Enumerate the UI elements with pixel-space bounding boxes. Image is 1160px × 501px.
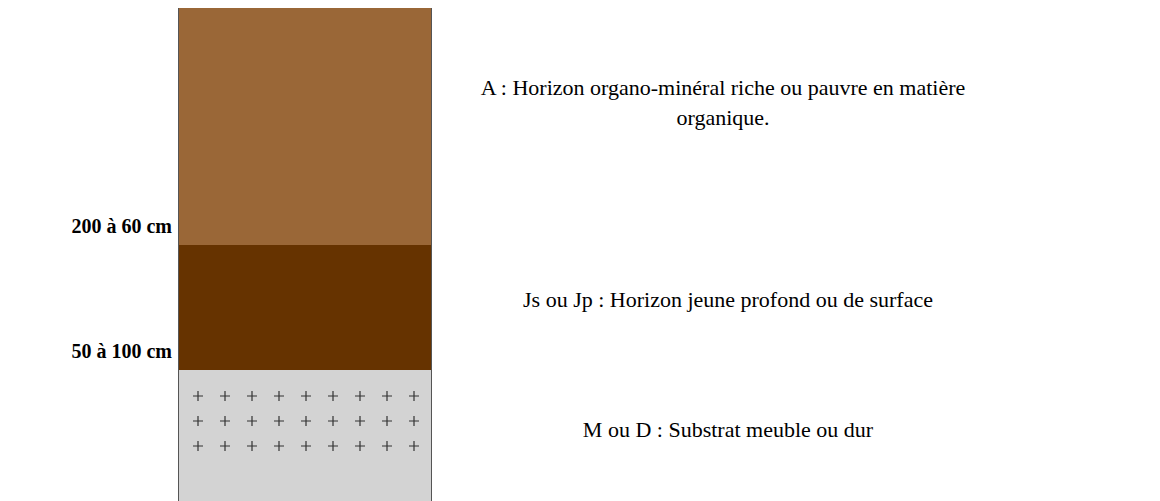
plus-mark	[301, 416, 311, 426]
horizon-band: A : Horizon organo-minéral riche ou pauv…	[178, 8, 432, 245]
plus-mark	[247, 391, 257, 401]
plus-mark	[220, 416, 230, 426]
horizon-band: Js ou Jp : Horizon jeune profond ou de s…	[178, 245, 432, 370]
plus-mark	[409, 416, 419, 426]
horizon-description: Js ou Jp : Horizon jeune profond ou de s…	[448, 285, 1008, 315]
plus-mark	[409, 441, 419, 451]
plus-mark	[247, 416, 257, 426]
plus-mark	[355, 441, 365, 451]
plus-mark	[193, 416, 203, 426]
plus-mark	[355, 416, 365, 426]
plus-mark	[382, 416, 392, 426]
depth-label: 200 à 60 cm	[71, 215, 172, 238]
horizon-a-fill	[178, 8, 432, 245]
plus-mark	[220, 441, 230, 451]
plus-mark	[328, 441, 338, 451]
plus-mark	[274, 391, 284, 401]
horizon-description: A : Horizon organo-minéral riche ou pauv…	[468, 73, 978, 133]
plus-mark	[220, 391, 230, 401]
plus-mark	[328, 391, 338, 401]
plus-mark	[193, 441, 203, 451]
horizon-description: M ou D : Substrat meuble ou dur	[478, 415, 978, 445]
plus-mark	[382, 441, 392, 451]
column-border	[431, 8, 432, 501]
plus-mark	[247, 441, 257, 451]
column-border	[178, 8, 179, 501]
substrate-fill	[178, 370, 432, 501]
substrate-pattern	[193, 391, 419, 451]
plus-mark	[301, 391, 311, 401]
plus-mark	[328, 416, 338, 426]
depth-label: 50 à 100 cm	[71, 340, 172, 363]
plus-mark	[274, 416, 284, 426]
plus-mark	[301, 441, 311, 451]
horizon-j-fill	[178, 245, 432, 370]
plus-mark	[193, 391, 203, 401]
plus-mark	[355, 391, 365, 401]
plus-mark	[274, 441, 284, 451]
plus-mark	[382, 391, 392, 401]
substrate-band: M ou D : Substrat meuble ou dur	[178, 370, 432, 501]
plus-mark	[409, 391, 419, 401]
